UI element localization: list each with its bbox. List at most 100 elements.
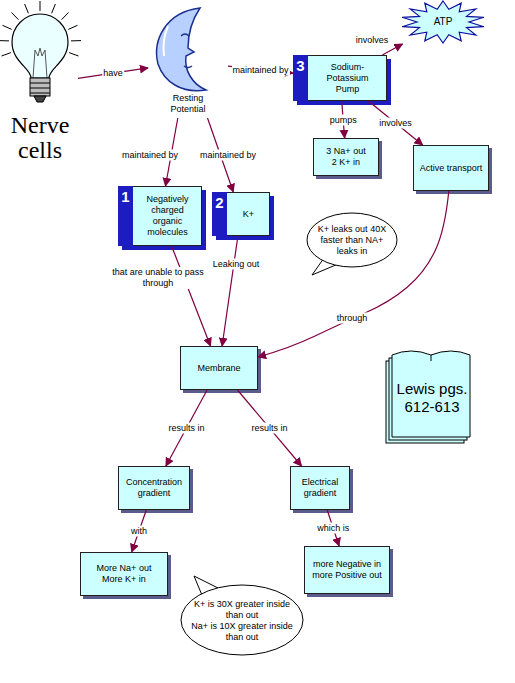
node-text: More Na+ out More K+ in [93,563,155,585]
moon-crescent [157,8,206,91]
light-ray [2,53,11,56]
moon-node: Resting Potential [148,6,228,118]
book-node: Lewis pgs. 612-613 [386,345,472,445]
callout-number: 1 [118,186,133,246]
text-area: More Na+ out More K+ in [81,553,167,595]
light-ray [12,13,19,20]
node-text: Resting Potential [158,93,218,115]
light-ray [62,13,69,20]
node-text: K+ [243,209,254,220]
moon-eye [181,34,189,36]
concept-box: 3 Na+ out 2 K+ in [313,138,379,176]
numbered-box: 1Negatively charged organic molecules [118,186,202,246]
concept-box: Active transport [413,145,489,191]
node-text: Electrical gradient [294,477,346,499]
edge-label: through [336,313,369,324]
lightbulb-node: Nerve cells [2,0,78,168]
speech-bubble: K+ is 30X greater inside than outNa+ is … [180,576,304,656]
text-area: K+ [228,193,269,235]
light-ray [69,53,78,56]
edge-label: Leaking out [212,259,261,270]
edge-label: which is [316,523,350,534]
numbered-box: 3 Sodium-Potassium Pump [293,55,387,101]
node-text: K+ leaks out 40X faster than NA+ leaks i… [314,224,390,257]
base-thread [30,88,50,89]
bulb-base [30,78,50,96]
text-area: Lewis pgs. 612-613 [392,359,472,437]
base-thread [30,93,50,94]
edge-label: pumps [329,114,358,125]
base-thread [30,83,50,84]
bubble-outline [307,213,397,267]
callout-number: 2 [212,192,227,236]
node-text: Na+ is 10X greater inside than out [191,621,293,643]
text-area: Membrane [181,347,257,389]
edge-label: involves [378,118,413,129]
node-text: more Negative in more Positive out [308,559,386,581]
book-cover [392,351,470,437]
node-text: Membrane [197,363,240,374]
edge-label: with [130,526,148,537]
bulb-filament [33,48,47,78]
node-text: Active transport [420,163,483,174]
bulb-tip [34,96,46,102]
callout-number: 3 [293,55,308,101]
light-ray [0,40,9,41]
moon-mouth [184,66,192,68]
starburst-outline [402,1,484,43]
node-text: ATP [434,16,453,28]
text-area: Negatively charged organic molecules [134,187,201,245]
starburst-node: ATP [400,0,486,44]
edge-label: maintained by [231,64,289,75]
text-area: Concentration gradient [119,467,189,509]
title-text: Nerve cells [2,113,78,163]
edge-label: results in [167,423,205,434]
connector-arrow [172,246,211,346]
concept-box: Membrane [180,346,258,390]
book-spine [431,355,432,361]
text-area: Sodium-Potassium Pump [309,56,386,100]
numbered-box: 2 K+ [212,192,270,236]
connector-arrow [368,101,422,145]
node-text: Concentration gradient [122,477,186,499]
text-area: K+ leaks out 40X faster than NA+ leaks i… [310,214,394,266]
edge-label: results in [250,423,288,434]
light-ray [40,1,41,11]
connector-arrow [166,390,207,466]
light-ray [68,25,77,29]
text-area: more Negative in more Positive out [305,547,389,593]
connector-arrow [78,68,148,79]
edge-label: maintained by [121,150,179,161]
connector-arrow [382,44,402,55]
connector-arrow [238,390,302,466]
node-text: Sodium-Potassium Pump [324,62,372,95]
node-text: 3 Na+ out 2 K+ in [323,146,369,168]
bubble-outline [181,585,303,655]
text-area: Active transport [414,146,488,190]
connector-arrow [258,191,449,357]
edge-label: that are unable to pass through [105,267,211,289]
edge-label: maintained by [199,150,257,161]
edge-label: have [102,68,124,79]
concept-box: Concentration gradient [118,466,190,510]
node-text: Negatively charged organic molecules [142,194,194,238]
light-ray [52,4,56,13]
text-area: Electrical gradient [291,467,349,509]
speech-bubble: K+ leaks out 40X faster than NA+ leaks i… [306,212,398,276]
bulb-glass [12,14,68,78]
node-text: Lewis pgs. 612-613 [394,380,470,416]
text-area: 3 Na+ out 2 K+ in [314,139,378,175]
light-ray [25,4,29,13]
node-text: K+ is 30X greater inside than out [191,599,293,621]
text-area: Resting Potential [148,90,228,118]
text-area: Nerve cells [2,108,78,168]
edge-label: involves [355,35,390,46]
concept-box: More Na+ out More K+ in [80,552,168,596]
text-area: K+ is 30X greater inside than outNa+ is … [184,588,300,654]
moon-highlight [164,26,169,56]
connector-arrow [222,236,238,346]
